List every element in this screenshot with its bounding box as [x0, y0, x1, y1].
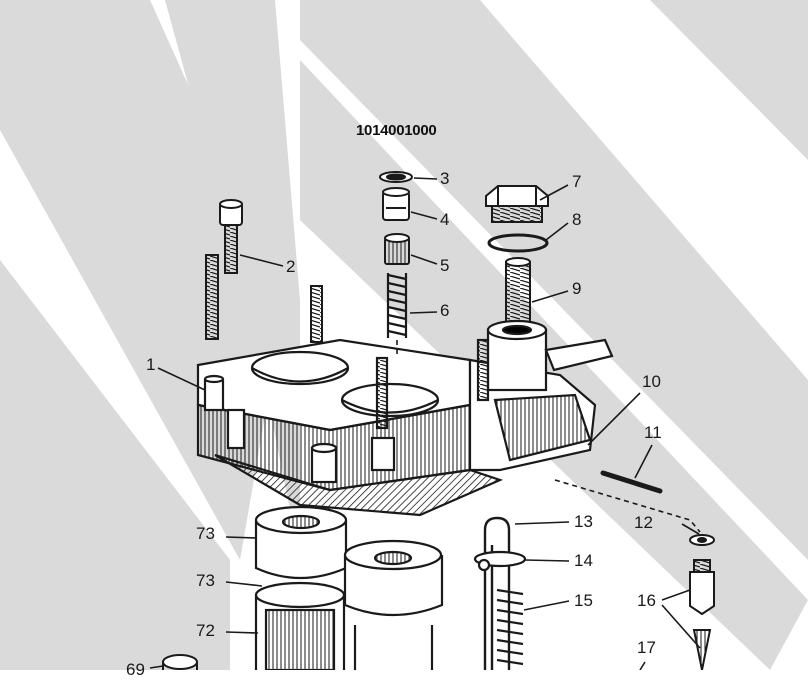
- callout-5: 5: [440, 256, 450, 275]
- callout-73-lower: 73: [196, 571, 215, 590]
- callout-73-upper: 73: [196, 524, 215, 543]
- part-69-cap: [162, 654, 198, 670]
- part-8-gasket: [487, 233, 549, 253]
- stud-left: [205, 254, 219, 340]
- leader-lines: [149, 177, 701, 671]
- callout-3: 3: [440, 169, 450, 188]
- callout-69: 69: [126, 660, 145, 679]
- callout-16: 16: [637, 591, 656, 610]
- part-1-carburetor-body: [196, 319, 614, 517]
- part-number: 1014001000: [356, 122, 437, 139]
- part-72-tube: [254, 581, 346, 672]
- part-2-screw: [219, 199, 243, 274]
- part-11-pin: [600, 470, 663, 494]
- callout-12: 12: [634, 513, 653, 532]
- part-7-plug: [485, 185, 549, 223]
- part-3-washer: [379, 171, 413, 183]
- part-12-washer: [689, 534, 715, 546]
- part-13-float-frame: [483, 516, 511, 670]
- stud-center: [310, 285, 323, 343]
- callout-11: 11: [644, 423, 662, 442]
- part-5-cylinder: [384, 233, 410, 265]
- alignment-lines: [396, 340, 701, 533]
- callout-72: 72: [196, 621, 215, 640]
- part-15-spring: [496, 588, 524, 666]
- callout-7: 7: [572, 172, 582, 191]
- callout-2: 2: [286, 257, 296, 276]
- callout-13: 13: [574, 512, 593, 531]
- callout-9: 9: [572, 279, 582, 298]
- part-73-venturi-upper: [254, 505, 348, 580]
- callout-15: 15: [574, 591, 593, 610]
- part-14-clip: [473, 550, 527, 572]
- part-9-fitting: [505, 257, 531, 323]
- part-4-sleeve: [382, 187, 410, 221]
- callout-14: 14: [574, 551, 593, 570]
- part-6-spring: [386, 273, 408, 338]
- callout-6: 6: [440, 301, 450, 320]
- callout-17: 17: [637, 638, 656, 657]
- callout-1: 1: [146, 355, 156, 374]
- part-73-venturi-lower: [343, 539, 444, 670]
- callout-4: 4: [440, 210, 450, 229]
- callout-8: 8: [572, 210, 582, 229]
- callout-10: 10: [642, 372, 661, 391]
- part-16-needle-valve: [689, 559, 715, 671]
